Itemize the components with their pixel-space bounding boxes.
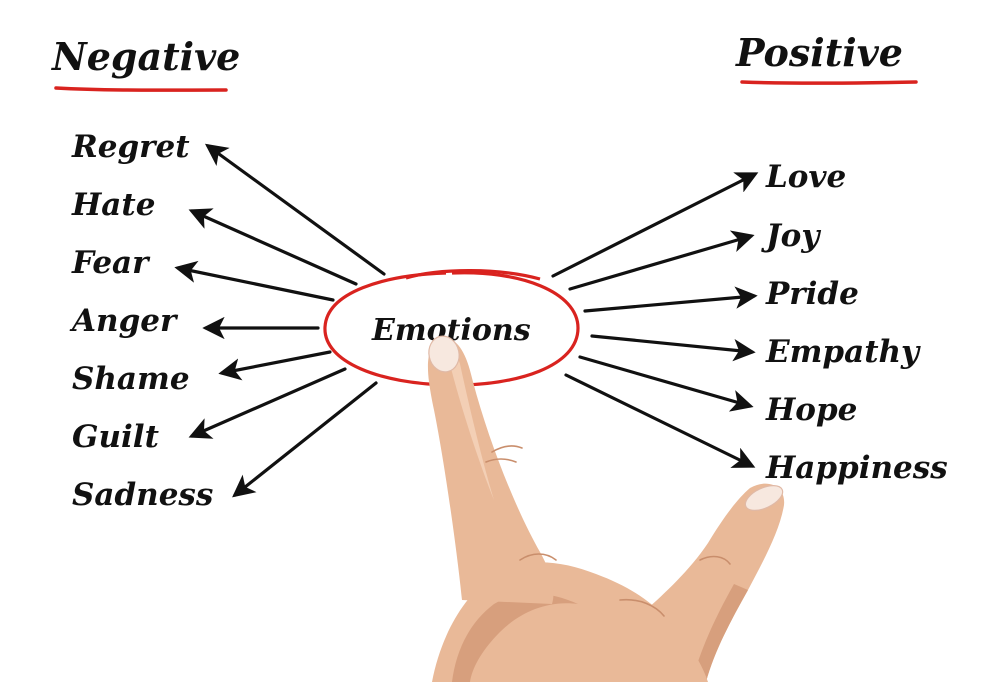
- arrow-empathy: [590, 334, 756, 362]
- center-ellipse-stroke-overlap: [405, 269, 541, 281]
- pointing-hand-image: [427, 335, 785, 682]
- positive-arrows: [551, 172, 759, 468]
- negative-term-fear: Fear: [71, 245, 151, 281]
- arrow-regret: [204, 143, 386, 276]
- positive-term-joy: Joy: [761, 218, 821, 254]
- negative-underline: [54, 86, 228, 92]
- arrow-pride: [583, 286, 758, 313]
- negative-term-hate: Hate: [71, 187, 155, 223]
- arrow-love: [551, 172, 759, 278]
- positive-term-empathy: Empathy: [765, 334, 921, 370]
- heading-negative: Negative: [51, 34, 240, 79]
- positive-term-love: Love: [765, 159, 846, 195]
- negative-term-guilt: Guilt: [72, 419, 160, 455]
- positive-term-list: Love Joy Pride Empathy Hope Happiness: [761, 159, 948, 486]
- arrow-hate: [188, 208, 358, 286]
- arrow-happiness: [564, 373, 756, 468]
- positive-term-pride: Pride: [765, 276, 859, 312]
- arrow-fear: [174, 260, 335, 302]
- negative-term-shame: Shame: [72, 361, 190, 397]
- arrow-shame: [218, 350, 332, 381]
- positive-term-hope: Hope: [765, 392, 857, 428]
- arrow-hope: [578, 355, 754, 412]
- heading-positive: Positive: [735, 30, 903, 75]
- positive-underline: [740, 80, 918, 85]
- arrow-sadness: [232, 381, 378, 498]
- negative-term-regret: Regret: [71, 129, 190, 165]
- arrow-joy: [568, 230, 755, 291]
- negative-term-anger: Anger: [69, 303, 179, 339]
- positive-term-happiness: Happiness: [765, 450, 948, 486]
- negative-arrows: [174, 143, 386, 498]
- negative-term-list: Regret Hate Fear Anger Shame Guilt Sadne…: [69, 129, 213, 513]
- negative-term-sadness: Sadness: [72, 477, 213, 513]
- arrow-guilt: [188, 367, 347, 439]
